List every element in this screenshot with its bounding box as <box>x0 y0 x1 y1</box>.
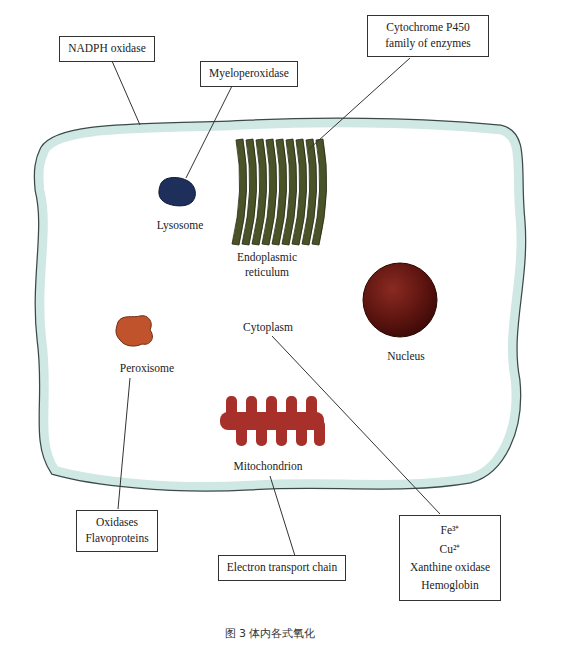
er-cisterna <box>292 139 307 245</box>
mito-fold <box>236 420 247 446</box>
mito-fold <box>226 396 237 422</box>
box-text: Oxidases <box>85 515 148 531</box>
mito-fold <box>314 420 325 446</box>
box-text: Cytochrome P450 family of enzymes <box>376 20 480 51</box>
mito-fold <box>266 396 277 422</box>
nucleus-shape <box>363 263 437 337</box>
cell-membrane <box>39 123 521 486</box>
er-cisterna <box>312 139 327 245</box>
leader-line <box>270 476 295 556</box>
box-text: NADPH oxidase <box>68 41 146 57</box>
leader-line <box>186 86 232 178</box>
box-text: Hemoglobin <box>410 576 490 594</box>
endoplasmic-reticulum-shape <box>232 139 327 245</box>
label-box: Myeloperoxidase <box>200 61 298 87</box>
cell-membrane-band <box>39 123 521 486</box>
peroxisome-shape <box>116 316 152 346</box>
mito-fold <box>276 420 287 446</box>
organelle-label: Nucleus <box>387 349 425 364</box>
box-text: Cu²⁺ <box>410 540 490 558</box>
mitochondrion-shape <box>220 396 325 446</box>
box-text: Fe³⁺ <box>410 521 490 539</box>
box-text: Xanthine oxidase <box>410 558 490 576</box>
leader-line <box>272 336 440 514</box>
er-cisterna <box>252 139 267 245</box>
mito-fold <box>246 396 257 422</box>
er-cisterna <box>242 139 257 245</box>
er-cisterna <box>232 139 247 245</box>
mito-fold <box>286 396 297 422</box>
label-box: Electron transport chain <box>218 555 347 581</box>
leader-line <box>112 61 140 125</box>
label-box: OxidasesFlavoproteins <box>76 510 157 551</box>
mito-fold <box>306 396 317 422</box>
leader-lines <box>112 58 440 556</box>
organelle-label: Peroxisome <box>120 361 174 376</box>
box-text: Electron transport chain <box>227 560 338 576</box>
label-box: Fe³⁺Cu²⁺Xanthine oxidaseHemoglobin <box>399 515 501 601</box>
organelle-label: Endoplasmic reticulum <box>227 250 307 280</box>
organelle-label: Mitochondrion <box>234 459 303 474</box>
box-text: Myeloperoxidase <box>209 66 289 82</box>
organelle-label: Lysosome <box>157 218 204 233</box>
er-cisterna <box>282 139 297 245</box>
mito-fold <box>256 420 267 446</box>
mito-fold <box>296 420 307 446</box>
box-text: Flavoproteins <box>85 531 148 547</box>
leader-line <box>118 378 130 509</box>
leader-line <box>308 58 410 150</box>
er-cisterna <box>302 139 317 245</box>
label-box: NADPH oxidase <box>59 36 155 62</box>
organelle-label: Cytoplasm <box>243 320 293 335</box>
er-cisterna <box>272 139 287 245</box>
lysosome-shape <box>159 178 195 206</box>
label-box: Cytochrome P450 family of enzymes <box>367 15 489 56</box>
figure-caption: 图 3 体内各式氧化 <box>225 626 316 641</box>
er-cisterna <box>262 139 277 245</box>
